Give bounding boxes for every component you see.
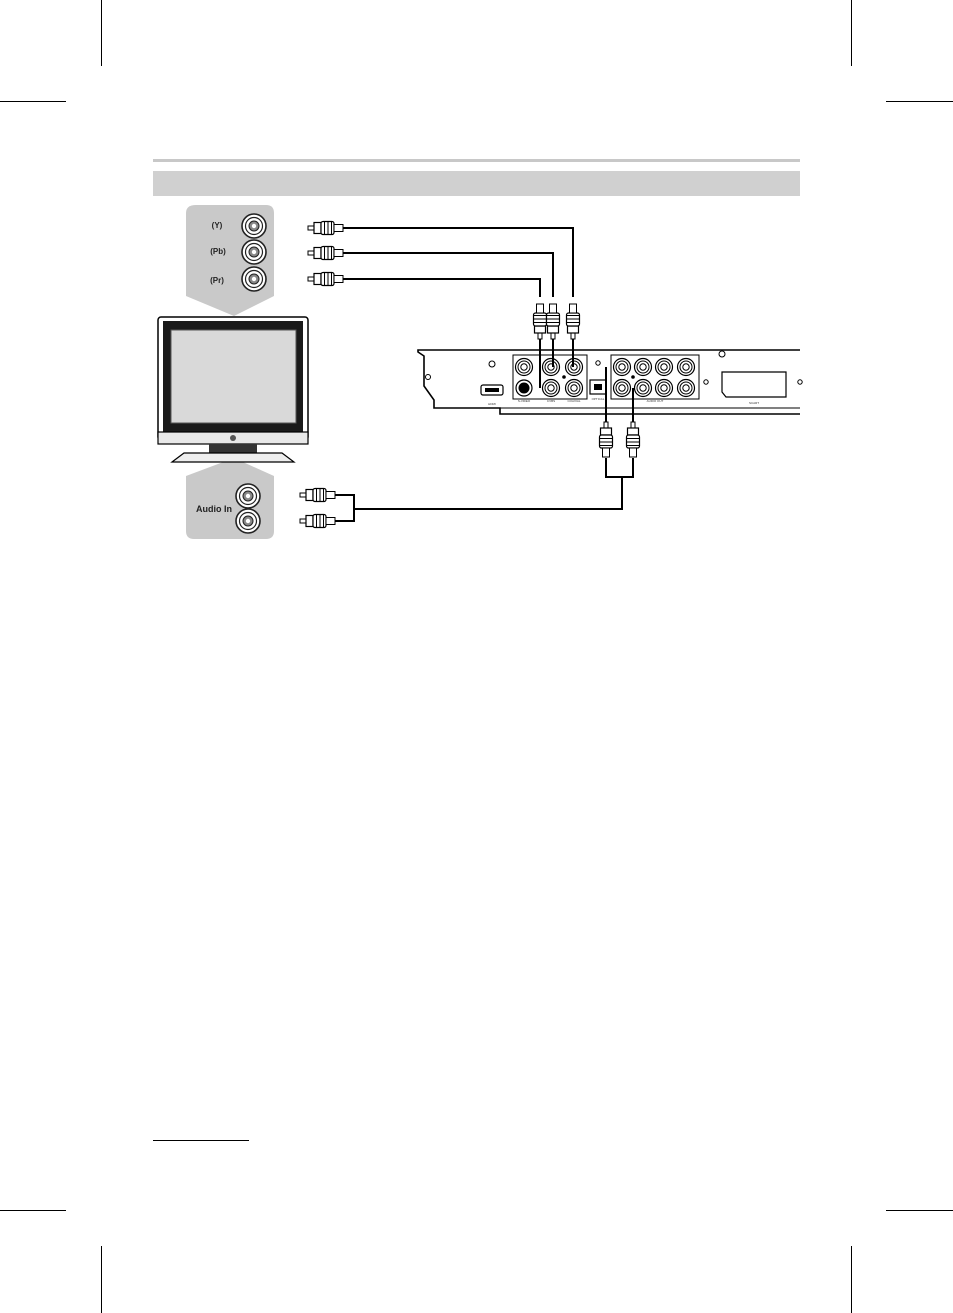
y-cable-plug [308,222,343,235]
svg-text:CVBS: CVBS [547,399,555,403]
pb-cable-plug [308,247,343,260]
pb-input-label: (Pb) [210,247,226,256]
dvd-player-rear-panel: HDMI S-VIDEO CVBS COAXIAL OPTICAL AUDIO … [418,350,802,414]
audio-left-input-jack [236,484,260,508]
y-input-label: (Y) [212,221,223,230]
television [158,317,308,462]
audio-right-cable-plug [300,515,335,528]
y-input-jack [242,214,266,238]
audio-left-panel-plug [600,422,613,457]
audio-right-panel-plug [627,422,640,457]
svg-text:SCART: SCART [749,401,759,405]
pb-panel-plug [547,304,560,339]
pb-input-jack [242,240,266,264]
pr-cable-plug [308,273,343,286]
svg-text:S-VIDEO: S-VIDEO [518,399,531,403]
svg-text:HDMI: HDMI [488,402,496,406]
audio-left-cable-plug [300,489,335,502]
audio-in-label: Audio In [196,504,232,514]
svg-text:OPTICAL: OPTICAL [592,397,605,401]
pr-input-jack [242,267,266,291]
pr-input-label: (Pr) [210,276,224,285]
y-panel-plug [567,304,580,339]
audio-input-callout [186,458,274,539]
svg-text:COAXIAL: COAXIAL [567,399,580,403]
svg-text:AUDIO OUT: AUDIO OUT [647,399,664,403]
audio-right-input-jack [236,509,260,533]
pr-panel-plug [534,304,547,339]
